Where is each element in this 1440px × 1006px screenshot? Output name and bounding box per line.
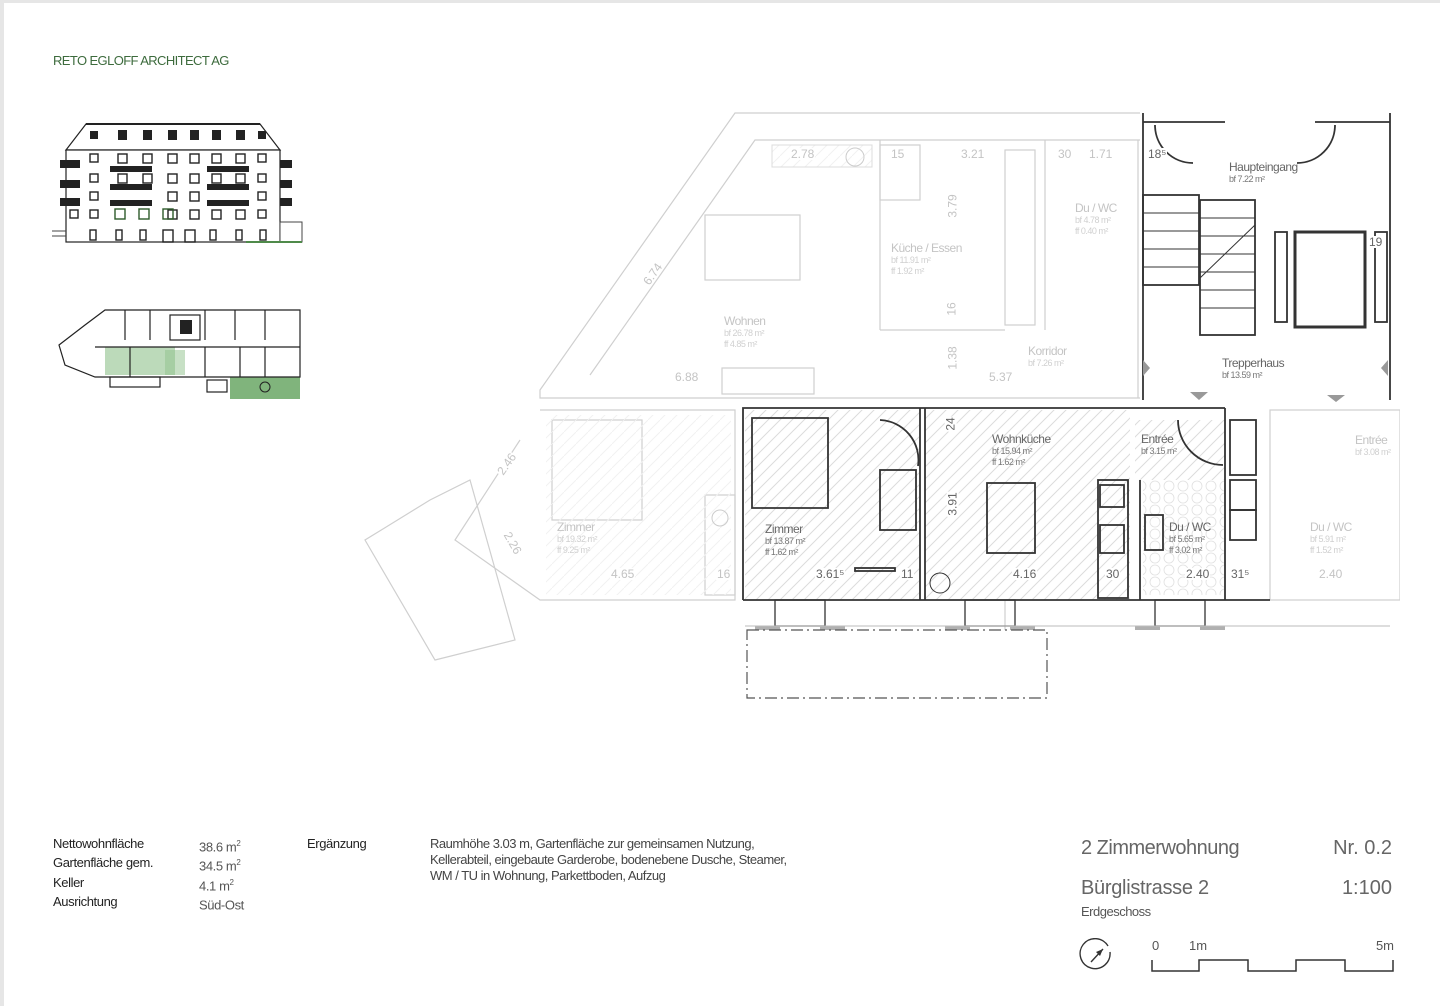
dimension: 4.16 — [1012, 567, 1038, 581]
scale-bar: 0 1m 5m — [1150, 938, 1400, 978]
fact-row: Gartenfläche gem. 34.5 m2 — [53, 855, 307, 874]
fact-row: Nettowohnfläche 38.6 m2 — [53, 836, 307, 855]
drawing-scale: 1:100 — [1341, 877, 1392, 899]
dimension: 2.40 — [1318, 567, 1344, 581]
room-label-du-wc: Du / WC bf 5.65 m² ff 3.02 m² — [1169, 520, 1211, 555]
dimension: 30 — [1105, 567, 1121, 581]
fact-value: 4.1 m2 — [199, 877, 234, 893]
dimension: 4.65 — [610, 567, 636, 581]
dimension: 2.40 — [1185, 567, 1211, 581]
scale-five: 5m — [1375, 938, 1394, 953]
room-label-trepperhaus: Trepperhaus bf 13.59 m² — [1222, 356, 1285, 380]
dimension: 2.78 — [790, 147, 816, 161]
dimension: 3.21 — [960, 147, 986, 161]
ergaenzung-label: Ergänzung — [307, 836, 367, 851]
dimension: 24 — [943, 416, 958, 432]
north-arrow-icon — [1079, 938, 1111, 970]
address: Bürglistrasse 2 — [1081, 877, 1209, 899]
dimension: 1.38 — [945, 345, 960, 371]
fact-row: Ausrichtung Süd-Ost — [53, 894, 307, 913]
fact-label: Gartenfläche gem. — [53, 855, 154, 871]
dimension: 3.61⁵ — [815, 567, 846, 581]
ergaenzung-text: Raumhöhe 3.03 m, Gartenfläche zur gemein… — [430, 836, 787, 883]
dimension: 5.37 — [988, 370, 1014, 384]
fact-label: Keller — [53, 874, 84, 890]
floor-plan — [364, 112, 1400, 699]
fact-value: 38.6 m2 — [199, 839, 241, 855]
key-plan-thumbnail — [58, 309, 301, 399]
fact-label: Ausrichtung — [53, 893, 118, 909]
room-label-wohnkueche: Wohnküche bf 15.94 m² ff 1.62 m² — [992, 432, 1051, 467]
dimension: 15 — [890, 147, 906, 161]
room-label-wohnen: Wohnen bf 26.78 m² ff 4.85 m² — [724, 314, 766, 349]
unit-type: 2 Zimmerwohnung — [1081, 837, 1240, 859]
dimension: 16 — [944, 301, 959, 317]
fact-value: 34.5 m2 — [199, 858, 241, 874]
dimension: 3.79 — [945, 193, 960, 219]
building-elevation-thumbnail — [52, 123, 303, 243]
room-label-kueche-essen: Küche / Essen bf 11.91 m² ff 1.92 m² — [891, 241, 962, 276]
dimension: 31⁵ — [1230, 567, 1251, 581]
room-label-entree-faded: Entrée bf 3.08 m² — [1355, 433, 1391, 457]
dimension: 3.91 — [945, 491, 960, 517]
room-label-zimmer-faded: Zimmer bf 19.32 m² ff 9.25 m² — [557, 520, 598, 555]
fact-row: Keller 4.1 m2 — [53, 875, 307, 894]
scale-zero: 0 — [1152, 938, 1160, 953]
room-label-haupteingang: Haupteingang bf 7.22 m² — [1229, 160, 1298, 184]
unit-number: Nr. 0.2 — [1333, 837, 1392, 859]
dimension: 1.71 — [1088, 147, 1114, 161]
dimension: 16 — [716, 567, 732, 581]
room-label-du-wc-faded-2: Du / WC bf 5.91 m² ff 1.52 m² — [1310, 520, 1352, 555]
dimension: 11 — [900, 567, 915, 581]
room-label-zimmer: Zimmer bf 13.87 m² ff 1.62 m² — [765, 522, 806, 557]
room-label-du-wc-faded: Du / WC bf 4.78 m² ff 0.40 m² — [1075, 201, 1117, 236]
fact-label: Nettowohnfläche — [53, 836, 144, 851]
room-label-korridor: Korridor bf 7.26 m² — [1028, 344, 1067, 368]
dimension: 18⁵ — [1147, 147, 1168, 161]
firm-name: RETO EGLOFF ARCHITECT AG — [53, 53, 229, 68]
scale-one: 1m — [1189, 938, 1208, 953]
room-label-entree: Entrée bf 3.15 m² — [1141, 432, 1177, 456]
dimension: 30 — [1057, 147, 1073, 161]
apartment-facts: Nettowohnfläche 38.6 m2 Gartenfläche gem… — [53, 836, 307, 913]
fact-value: Süd-Ost — [199, 897, 244, 913]
dimension: 6.88 — [674, 370, 700, 384]
floor-name: Erdgeschoss — [1081, 904, 1151, 919]
dimension: 19 — [1368, 235, 1384, 249]
